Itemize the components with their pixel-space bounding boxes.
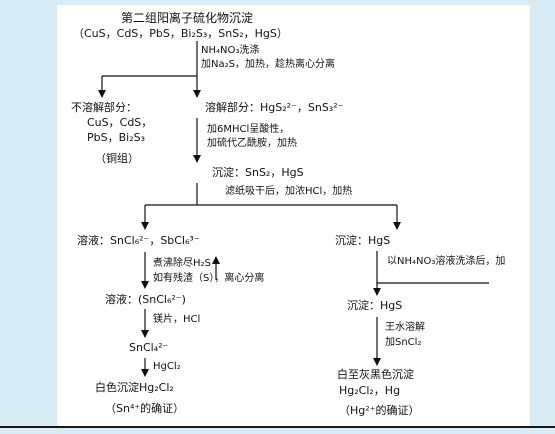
step1-line2: 加Na₂S，加热，趁热离心分离 (201, 59, 335, 70)
insoluble-line2: PbS，Bi₂S₃ (87, 131, 146, 144)
left-step-a2: 如有残渣（S），离心分离 (153, 273, 265, 284)
title-formula: （CuS，CdS，PbS，Bi₂S₃，SnS₂，HgS） (73, 27, 288, 40)
insoluble-line1: CuS，CdS， (87, 116, 153, 129)
step2-line1: 加6MHCl呈酸性， (207, 124, 290, 135)
insoluble-group: （铜组） (95, 152, 139, 165)
right-step-a: 王水溶解 (385, 322, 425, 333)
insoluble-title: 不溶解部分： (71, 101, 137, 114)
right-precip2: 沉淀：HgS (347, 299, 403, 312)
diagram-panel: 第二组阳离子硫化物沉淀 （CuS，CdS，PbS，Bi₂S₃，SnS₂，HgS）… (57, 5, 530, 426)
left-step-b: 镁片，HCl (153, 314, 201, 325)
diagram-title: 第二组阳离子硫化物沉淀 (121, 11, 254, 25)
step3-label: 滤纸吸干后，加浓HCl，加热 (225, 186, 353, 197)
right-step-b: 加SnCl₂ (385, 337, 422, 348)
soluble-label: 溶解部分：HgS₂²⁻，SnS₃²⁻ (205, 101, 344, 114)
precip1-label: 沉淀：SnS₂，HgS (212, 166, 304, 179)
right-result1: 白至灰黑色沉淀 (337, 368, 414, 381)
bottom-border-line (0, 426, 555, 428)
left-result: 白色沉淀Hg₂Cl₂ (95, 381, 174, 394)
flow-arrows (98, 41, 489, 377)
right-wash: 以NH₄NO₃溶液洗涤后，加 (387, 256, 506, 267)
step2-line2: 加硫代乙酰胺，加热 (207, 138, 297, 149)
left-solution: 溶液：SnCl₆²⁻，SbCl₆³⁻ (77, 234, 200, 247)
left-confirm: （Sn⁴⁺的确证） (105, 402, 185, 415)
left-sncl4: SnCl₄²⁻ (129, 341, 169, 354)
right-confirm: （Hg²⁺的确证） (339, 404, 420, 417)
right-result2: Hg₂Cl₂，Hg (339, 384, 401, 397)
left-solution2: 溶液：(SnCl₆²⁻) (105, 293, 186, 306)
left-step-a1: 煮沸除尽H₂S (153, 258, 211, 269)
left-hgcl2: HgCl₂ (153, 361, 181, 372)
step1-line1: NH₄NO₃洗涤 (201, 45, 260, 56)
right-precip: 沉淀：HgS (335, 234, 391, 247)
